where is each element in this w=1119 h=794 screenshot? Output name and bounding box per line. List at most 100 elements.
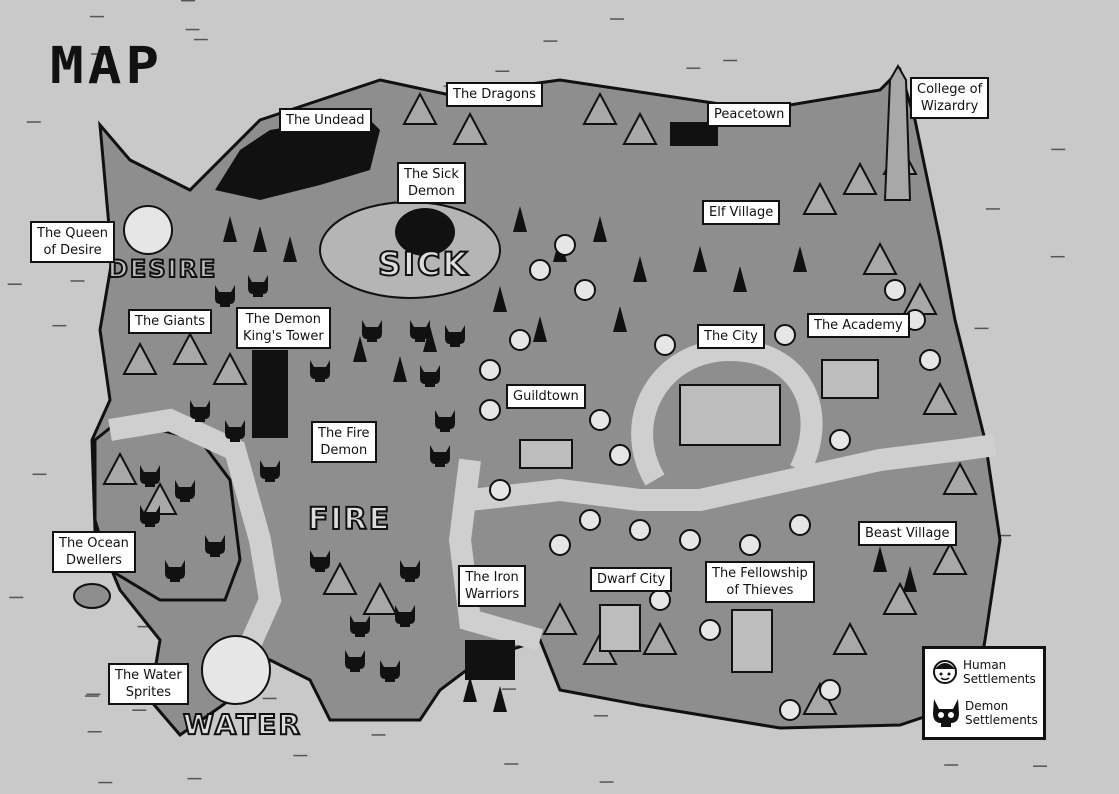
human-settlement-icon — [629, 519, 651, 541]
mountain-icon — [582, 91, 618, 125]
label-line: The Fellowship — [712, 566, 808, 581]
label-elf-village[interactable]: Elf Village — [702, 200, 781, 225]
demon-settlement-icon — [345, 650, 365, 672]
label-line: The Iron — [465, 570, 519, 585]
demon-settlement-icon — [260, 460, 280, 482]
label-line: of Thieves — [726, 583, 794, 598]
label-fellowship-of-thieves[interactable]: The Fellowship of Thieves — [705, 561, 815, 603]
legend-text: Human — [963, 658, 1007, 672]
mountain-icon — [862, 241, 898, 275]
human-face-icon — [933, 660, 957, 684]
painted-word-fire: FIRE — [307, 501, 392, 538]
thieves-tower-icon — [731, 609, 773, 673]
mountain-icon — [942, 461, 978, 495]
label-dwarf-city[interactable]: Dwarf City — [590, 567, 673, 592]
demon-settlement-icon — [310, 550, 330, 572]
tree-icon — [283, 236, 297, 262]
mountain-icon — [362, 581, 398, 615]
guildtown-building-icon — [519, 439, 573, 469]
label-line: Demon — [407, 184, 455, 199]
academy-building-icon — [821, 359, 879, 399]
tree-icon — [463, 676, 477, 702]
label-the-giants[interactable]: The Giants — [128, 309, 213, 334]
tree-icon — [873, 546, 887, 572]
mountain-icon — [922, 381, 958, 415]
legend-text: Settlements — [963, 672, 1036, 686]
human-settlement-icon — [509, 329, 531, 351]
dwarf-city-icon — [599, 604, 641, 652]
mountain-icon — [122, 341, 158, 375]
label-peacetown[interactable]: Peacetown — [707, 102, 792, 127]
tree-icon — [493, 286, 507, 312]
mountain-icon — [102, 451, 138, 485]
tree-icon — [393, 356, 407, 382]
label-the-academy[interactable]: The Academy — [807, 313, 910, 338]
human-settlement-icon — [579, 509, 601, 531]
demon-settlement-icon — [445, 325, 465, 347]
tree-icon — [533, 316, 547, 342]
queen-of-desire-portrait — [123, 205, 173, 255]
mountain-icon — [842, 161, 878, 195]
demon-settlement-icon — [410, 320, 430, 342]
demon-settlement-icon — [350, 615, 370, 637]
demon-settlement-icon — [380, 660, 400, 682]
human-settlement-icon — [699, 619, 721, 641]
human-settlement-icon — [609, 444, 631, 466]
city-ring-river — [631, 338, 823, 486]
label-line: The Ocean — [59, 536, 129, 551]
sick-demon-head-icon — [395, 208, 455, 256]
painted-word-water: WATER — [182, 707, 302, 742]
wizard-tower-icon — [883, 63, 912, 201]
label-line: Demon — [320, 443, 368, 458]
mountain-icon — [622, 111, 658, 145]
mountain-icon — [542, 601, 578, 635]
painted-word-sick: SICK — [377, 244, 470, 284]
human-settlement-icon — [819, 679, 841, 701]
demon-settlement-icon — [140, 465, 160, 487]
map-title: MAP — [50, 37, 164, 96]
ocean-dweller-creature-icon — [73, 583, 111, 609]
tree-icon — [513, 206, 527, 232]
human-settlement-icon — [779, 699, 801, 721]
mountain-icon — [322, 561, 358, 595]
tree-icon — [493, 686, 507, 712]
label-beast-village[interactable]: Beast Village — [858, 521, 957, 546]
label-the-city[interactable]: The City — [697, 324, 765, 349]
label-queen-of-desire[interactable]: The Queen of Desire — [30, 221, 116, 263]
label-line: of Desire — [43, 243, 102, 258]
label-line: King's Tower — [243, 329, 324, 344]
human-settlement-icon — [574, 279, 596, 301]
label-guildtown[interactable]: Guildtown — [506, 384, 586, 409]
label-line: The Queen — [37, 226, 109, 241]
demon-settlement-icon — [435, 410, 455, 432]
human-settlement-icon — [654, 334, 676, 356]
human-settlement-icon — [679, 529, 701, 551]
mountain-icon — [832, 621, 868, 655]
human-settlement-icon — [774, 324, 796, 346]
demon-settlement-icon — [310, 360, 330, 382]
demon-settlement-icon — [420, 365, 440, 387]
mountain-icon — [642, 621, 678, 655]
demon-settlement-icon — [215, 285, 235, 307]
iron-warriors-pagoda-icon — [465, 640, 515, 680]
human-settlement-icon — [829, 429, 851, 451]
painted-word-desire: DESIRE — [107, 254, 218, 284]
label-line: Sprites — [125, 685, 172, 700]
label-the-undead[interactable]: The Undead — [279, 108, 372, 133]
label-the-dragons[interactable]: The Dragons — [446, 82, 543, 107]
demon-settlement-icon — [430, 445, 450, 467]
demon-settlement-icon — [225, 420, 245, 442]
label-line: The Water — [115, 668, 182, 683]
tree-icon — [253, 226, 267, 252]
demon-settlement-icon — [175, 480, 195, 502]
